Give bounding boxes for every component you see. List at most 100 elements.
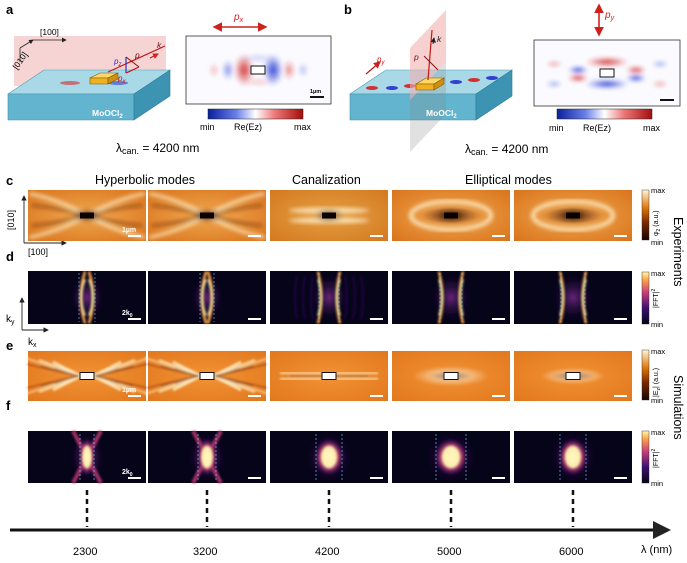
panel-a-beam-px: px [117, 74, 126, 85]
side-label-experiments: Experiments [671, 217, 685, 286]
panel-b-colorbar-max: max [643, 123, 661, 133]
panel-b-beam-k: k [437, 34, 442, 44]
colorbar-e-max: max [651, 347, 665, 356]
tile-f-1: 2k0 [28, 430, 146, 484]
panel-a-crystal [7, 69, 171, 121]
wavelength-tick-1: 2300 [73, 546, 97, 558]
panel-b-colorbar-label: Re(Ez) [583, 123, 611, 133]
panel-a-antenna [89, 72, 119, 85]
panel-a-colorbar: min Re(Ez) max [200, 108, 312, 132]
tile-d-5 [514, 271, 632, 324]
colorbar-c-min: min [651, 238, 663, 247]
panel-b-colorbar-min: min [549, 123, 564, 133]
panel-b-field-map [533, 39, 681, 107]
panel-a-field-map: 1µm [185, 35, 332, 105]
real-space-axes: [010] [100] [6, 195, 67, 257]
tile-e-3 [270, 351, 388, 401]
tile-f-5 [514, 431, 632, 483]
wavelength-tick-2: 3200 [193, 546, 217, 558]
panel-a-colorbar-label: Re(Ez) [234, 122, 262, 132]
tile-f-4 [392, 431, 510, 483]
side-label-simulations: Simulations [671, 375, 685, 440]
colorbar-d-min: min [651, 320, 663, 329]
colorbar-d-max: max [651, 269, 665, 278]
scalebar-label: 1µm [122, 387, 136, 394]
category-elliptical-modes: Elliptical modes [465, 173, 552, 187]
wavelength-axis: λ (nm) [10, 521, 672, 556]
panel-b-polarization-label: py [604, 10, 615, 22]
panel-a-colorbar-min: min [200, 122, 215, 132]
panel-b-beam-py: py [376, 55, 385, 66]
panel-b-crystal-label: MoOCl2 [426, 108, 457, 120]
tile-e-1: 1µm [24, 351, 150, 401]
tile-d-2 [148, 271, 266, 324]
panel-a-letter: a [6, 2, 14, 17]
k-space-axes: ky kx [6, 297, 49, 349]
tile-c-1: 1µm [28, 190, 146, 241]
panel-a-beam-p: p [134, 50, 140, 60]
real-axis-y-label: [010] [6, 210, 16, 230]
category-hyperbolic-modes: Hyperbolic modes [95, 173, 195, 187]
tile-e-4 [392, 351, 510, 401]
tile-c-5 [514, 190, 632, 241]
row-d-experiment-fft: 2k0 [28, 271, 632, 324]
panel-a-beam-k: k [157, 40, 162, 50]
scalebar-label: 2k0 [122, 469, 133, 478]
panel-b-wavelength: λcan. = 4200 nm [465, 142, 548, 157]
panel-a-beam-pz: pz [113, 57, 121, 68]
row-f-simulation-fft: 2k0 [28, 430, 632, 484]
colorbar-f: max min |FFT|2 [641, 428, 665, 488]
panel-a-surface-waves [60, 81, 128, 85]
category-canalization: Canalization [292, 173, 361, 187]
panel-a-axis-x-label: [100] [40, 27, 59, 37]
colorbar-d-label: |FFT|2 [651, 289, 660, 308]
panel-e-letter: e [6, 338, 13, 353]
panel-b-beam-p: p [413, 52, 419, 62]
tile-c-2 [148, 190, 266, 241]
row-c-experiment-near-field: 1µm [28, 190, 632, 241]
tile-d-4 [392, 271, 510, 324]
panel-f-letter: f [6, 398, 11, 413]
scalebar-label: 2k0 [122, 310, 133, 319]
real-axis-x-label: [100] [28, 247, 48, 257]
row-e-simulation-field: 1µm [24, 351, 632, 401]
panel-b-letter: b [344, 2, 352, 17]
colorbar-f-max: max [651, 428, 665, 437]
colorbar-c: max min φ2 (a.u.) [641, 186, 665, 247]
colorbar-f-min: min [651, 479, 663, 488]
wavelength-axis-label: λ (nm) [641, 544, 672, 556]
scalebar-label: 1µm [122, 227, 136, 234]
panel-b-beam: k p py [365, 29, 442, 81]
panel-a-crystal-label: MoOCl2 [92, 108, 123, 120]
tile-d-3 [270, 271, 388, 324]
tile-e-5 [514, 351, 632, 401]
colorbar-f-label: |FFT|2 [651, 449, 660, 468]
panel-b-antenna [414, 77, 446, 91]
wavelength-leaders [85, 490, 575, 527]
tile-d-1: 2k0 [28, 271, 146, 324]
panel-a: a [100] [010] [6, 2, 332, 156]
tile-f-2 [148, 430, 266, 484]
wavelength-tick-3: 4200 [315, 546, 339, 558]
colorbar-e-label: |Ez| (a.u.) [653, 368, 662, 397]
panel-b-colorbar: min Re(Ez) max [549, 108, 661, 133]
panel-d-letter: d [6, 249, 14, 264]
colorbar-c-max: max [651, 186, 665, 195]
panel-a-polarization-indicator: px [212, 12, 268, 32]
panel-a-polarization-label: px [233, 12, 244, 24]
panel-a-colorbar-max: max [294, 122, 312, 132]
panel-b: b k p py [344, 2, 681, 157]
panel-a-wavelength: λcan. = 4200 nm [116, 141, 199, 156]
tile-f-3 [270, 431, 388, 483]
tile-e-2 [144, 351, 270, 401]
k-axis-y-label: ky [6, 314, 15, 326]
colorbar-d: max min |FFT|2 [641, 269, 665, 329]
panel-a-beam: k p pz px [107, 40, 166, 85]
panel-a-scalebar-label: 1µm [310, 89, 321, 95]
colorbar-c-label: φ2 (a.u.) [653, 210, 662, 236]
panel-c-letter: c [6, 173, 13, 188]
wavelength-tick-5: 6000 [559, 546, 583, 558]
colorbar-e-min: min [651, 396, 663, 405]
